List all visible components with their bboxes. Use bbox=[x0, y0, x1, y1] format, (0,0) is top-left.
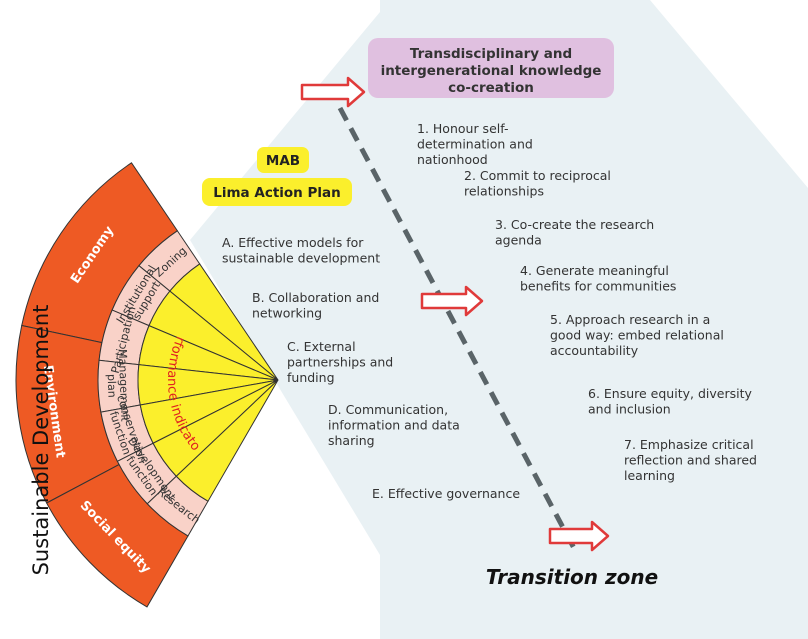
principle-6-line: and inclusion bbox=[588, 402, 671, 417]
principle-5-line: 5. Approach research in a bbox=[550, 312, 710, 327]
action-area-1-line: A. Effective models for bbox=[222, 235, 364, 250]
principle-5-line: good way: embed relational bbox=[550, 328, 724, 343]
transition-dashed-line bbox=[337, 106, 579, 554]
mab-box: MAB bbox=[257, 147, 309, 173]
function-label-line: Management bbox=[116, 349, 132, 423]
principle-1: 1. Honour self-determination andnationho… bbox=[417, 121, 533, 167]
action-area-4: D. Communication,information and datasha… bbox=[328, 402, 460, 448]
principle-1-line: nationhood bbox=[417, 152, 488, 167]
action-area-3-line: funding bbox=[287, 370, 335, 385]
action-area-3-line: partnerships and bbox=[287, 355, 393, 370]
principles-list: 1. Honour self-determination andnationho… bbox=[417, 121, 757, 483]
knowledge-line-1: Transdisciplinary and bbox=[410, 46, 572, 62]
principle-7-line: 7. Emphasize critical bbox=[624, 437, 754, 452]
principle-4-line: benefits for communities bbox=[520, 279, 676, 294]
action-area-3-line: C. External bbox=[287, 339, 356, 354]
principle-2-line: 2. Commit to reciprocal bbox=[464, 168, 611, 183]
indicator-sector-7 bbox=[175, 379, 279, 502]
action-area-2-line: B. Collaboration and bbox=[252, 290, 379, 305]
action-area-1-line: sustainable development bbox=[222, 251, 380, 266]
principle-7-line: learning bbox=[624, 468, 675, 483]
action-area-4-line: sharing bbox=[328, 433, 375, 448]
principle-1-line: 1. Honour self- bbox=[417, 121, 508, 136]
action-area-4-line: D. Communication, bbox=[328, 402, 448, 417]
action-area-5: E. Effective governance bbox=[372, 486, 520, 501]
lima-action-plan-title: Lima Action Plan bbox=[213, 185, 340, 201]
action-area-2-line: networking bbox=[252, 306, 322, 321]
principle-3-line: 3. Co-create the research bbox=[495, 217, 654, 232]
knowledge-line-3: co-creation bbox=[448, 80, 534, 96]
arrow-middle bbox=[420, 285, 484, 317]
principle-1-line: determination and bbox=[417, 137, 533, 152]
principle-5-line: accountability bbox=[550, 343, 639, 358]
principle-3-line: agenda bbox=[495, 233, 542, 248]
principle-7-line: reflection and shared bbox=[624, 453, 757, 468]
arrow-bottom bbox=[548, 520, 610, 552]
arrows bbox=[300, 76, 610, 552]
action-area-4-line: information and data bbox=[328, 418, 460, 433]
mab-title: MAB bbox=[266, 153, 300, 169]
transition-zone-label: Transition zone bbox=[486, 565, 658, 589]
function-label-line: plan bbox=[105, 374, 119, 398]
lima-action-plan-box: Lima Action Plan bbox=[202, 178, 352, 206]
principle-2-line: relationships bbox=[464, 184, 544, 199]
arrow-top bbox=[300, 76, 366, 108]
transition-panel bbox=[190, 0, 808, 639]
principle-4-line: 4. Generate meaningful bbox=[520, 263, 669, 278]
knowledge-box: Transdisciplinary and intergenerational … bbox=[368, 38, 614, 98]
knowledge-line-2: intergenerational knowledge bbox=[381, 63, 602, 79]
action-area-5-line: E. Effective governance bbox=[372, 486, 520, 501]
principle-6-line: 6. Ensure equity, diversity bbox=[588, 386, 752, 401]
sustainable-development-label: Sustainable Development bbox=[29, 305, 53, 576]
